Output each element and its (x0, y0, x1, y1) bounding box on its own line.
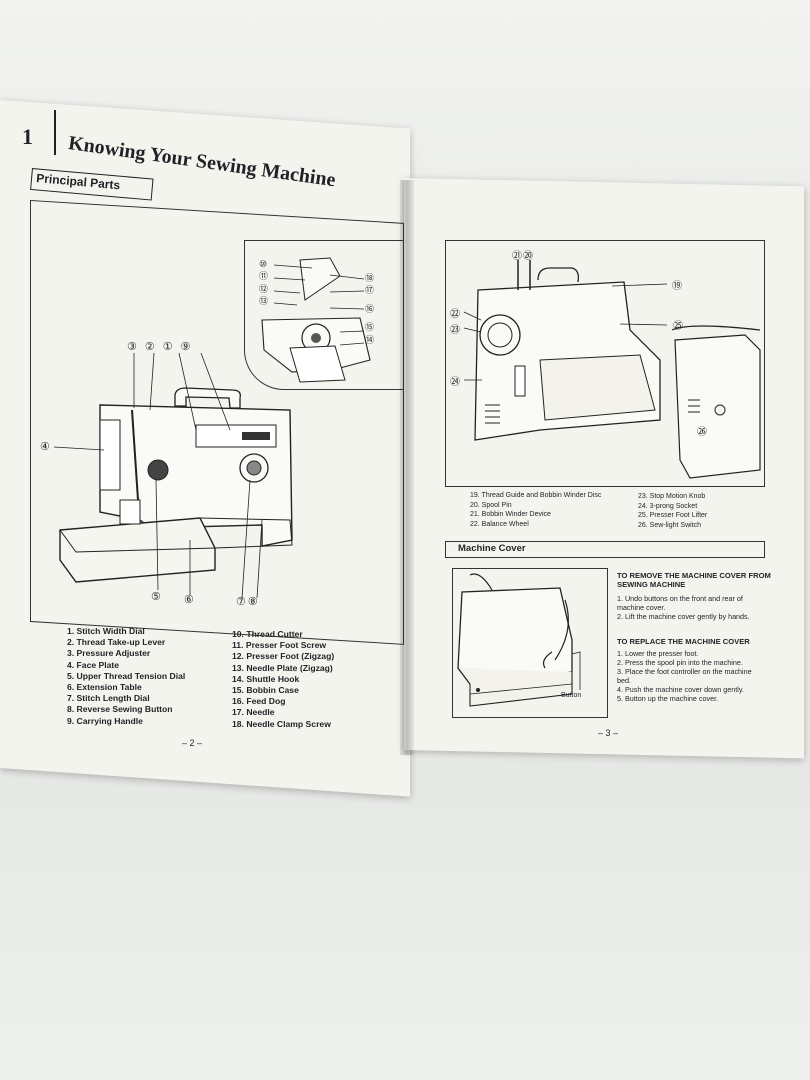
machine-cover-figure-frame (452, 568, 608, 718)
tabletop-bottom (0, 760, 810, 1080)
callout-12: ⑫ (259, 283, 269, 294)
part-5: 5. Upper Thread Tension Dial (67, 670, 186, 681)
remove-step-2: 2. Lift the machine cover gently by hand… (617, 612, 750, 621)
replace-step-1: 1. Lower the presser foot. (617, 649, 699, 658)
callout-7: ⑦ (236, 596, 248, 608)
callout-20: ⑳ (523, 251, 534, 262)
inset-callouts-left: ⑩ ⑪ ⑫ ⑬ (259, 258, 273, 308)
replace-cover-heading: TO REPLACE THE MACHINE COVER (617, 637, 750, 646)
callout-10: ⑩ (259, 259, 268, 269)
callout-25: ㉕ (673, 321, 683, 332)
callout-16: ⑯ (365, 303, 375, 314)
needle-area-inset-frame (244, 240, 404, 390)
part-26: 26. Sew-light Switch (638, 521, 702, 529)
part-15: 15. Bobbin Case (232, 685, 299, 696)
callout-5: ⑤ (151, 591, 161, 603)
callout-14: ⑭ (365, 334, 375, 345)
machine-cover-section-bar (445, 541, 765, 558)
part-22: 22. Balance Wheel (470, 520, 529, 528)
part-10: 10. Thread Cutter (232, 629, 303, 639)
part-25: 25. Presser Foot Lifter (638, 512, 708, 520)
remove-cover-heading: TO REMOVE THE MACHINE COVER FROM SEWING … (617, 571, 771, 589)
parts-list-column-3: 19. Thread Guide and Bobbin Winder Disc … (470, 491, 601, 529)
callout-1: ① (162, 341, 181, 353)
part-9: 9. Carrying Handle (67, 715, 143, 726)
callout-18: ⑱ (365, 273, 375, 283)
part-23: 23. Stop Motion Knob (638, 493, 706, 500)
replace-step-3: 3. Place the foot controller on the mach… (617, 667, 752, 685)
callout-17: ⑰ (365, 285, 375, 296)
replace-cover-steps: 1. Lower the presser foot. 2. Press the … (617, 649, 767, 703)
part-4: 4. Face Plate (67, 659, 120, 670)
parts-list-column-4: 23. Stop Motion Knob 24. 3-prong Socket … (638, 492, 707, 530)
callout-11: ⑪ (259, 271, 269, 282)
top-callouts: ③②①⑨ (127, 340, 199, 353)
part-7: 7. Stitch Length Dial (67, 693, 150, 704)
callout-22: ㉒ (450, 309, 460, 320)
chapter-number: 1 (22, 124, 33, 149)
part-12: 12. Presser Foot (Zigzag) (232, 651, 335, 662)
part-21: 21. Bobbin Winder Device (470, 511, 551, 519)
part-11: 11. Presser Foot Screw (232, 640, 327, 651)
callout-3: ③ (127, 341, 145, 353)
machine-rear-figure-frame (445, 240, 765, 487)
part-18: 18. Needle Clamp Screw (232, 718, 331, 729)
page-number-right: – 3 – (598, 728, 619, 738)
part-6: 6. Extension Table (67, 682, 142, 693)
part-19: 19. Thread Guide and Bobbin Winder Disc (470, 492, 602, 499)
part-1: 1. Stitch Width Dial (67, 626, 145, 636)
callout-21: ㉑ (512, 251, 523, 262)
remove-step-1: 1. Undo buttons on the front and rear of… (617, 594, 743, 612)
callout-9: ⑨ (180, 341, 199, 353)
cover-figure-button-label: Button (561, 692, 582, 699)
part-17: 17. Needle (232, 707, 275, 718)
machine-cover-title: Machine Cover (458, 543, 526, 554)
part-20: 20. Spool Pin (470, 501, 512, 509)
parts-list-column-2: 10. Thread Cutter 11. Presser Foot Screw… (232, 629, 334, 730)
callout-23: ㉓ (450, 325, 460, 336)
callouts-21-20: ㉑⑳ (512, 247, 534, 262)
callout-26: ㉖ (697, 427, 707, 438)
bottom-callouts-7-8: ⑦⑧ (236, 595, 260, 608)
callout-15: ⑮ (365, 322, 375, 333)
callout-6: ⑥ (184, 594, 194, 606)
callout-2: ② (144, 341, 163, 353)
chapter-rule (54, 110, 56, 155)
remove-cover-steps: 1. Undo buttons on the front and rear of… (617, 594, 767, 621)
part-14: 14. Shuttle Hook (232, 673, 300, 684)
part-24: 24. 3-prong Socket (638, 502, 698, 510)
replace-step-5: 5. Button up the machine cover. (617, 694, 719, 703)
part-3: 3. Pressure Adjuster (67, 648, 151, 659)
page-number-left: – 2 – (182, 738, 203, 748)
replace-step-4: 4. Push the machine cover down gently. (617, 685, 744, 694)
part-16: 16. Feed Dog (232, 696, 286, 707)
callout-19: ⑲ (672, 281, 682, 292)
inset-callouts-right: ⑱ ⑰ ⑯ ⑮ ⑭ (365, 272, 379, 346)
part-2: 2. Thread Take-up Lever (67, 637, 166, 648)
part-13: 13. Needle Plate (Zigzag) (232, 662, 333, 673)
callout-8: ⑧ (247, 596, 260, 608)
callout-24: ㉔ (450, 377, 460, 388)
parts-list-column-1: 1. Stitch Width Dial 2. Thread Take-up L… (67, 626, 185, 727)
part-8: 8. Reverse Sewing Button (67, 704, 173, 715)
callout-4: ④ (40, 441, 50, 453)
replace-step-2: 2. Press the spool pin into the machine. (617, 658, 743, 667)
callout-13: ⑬ (259, 296, 269, 307)
